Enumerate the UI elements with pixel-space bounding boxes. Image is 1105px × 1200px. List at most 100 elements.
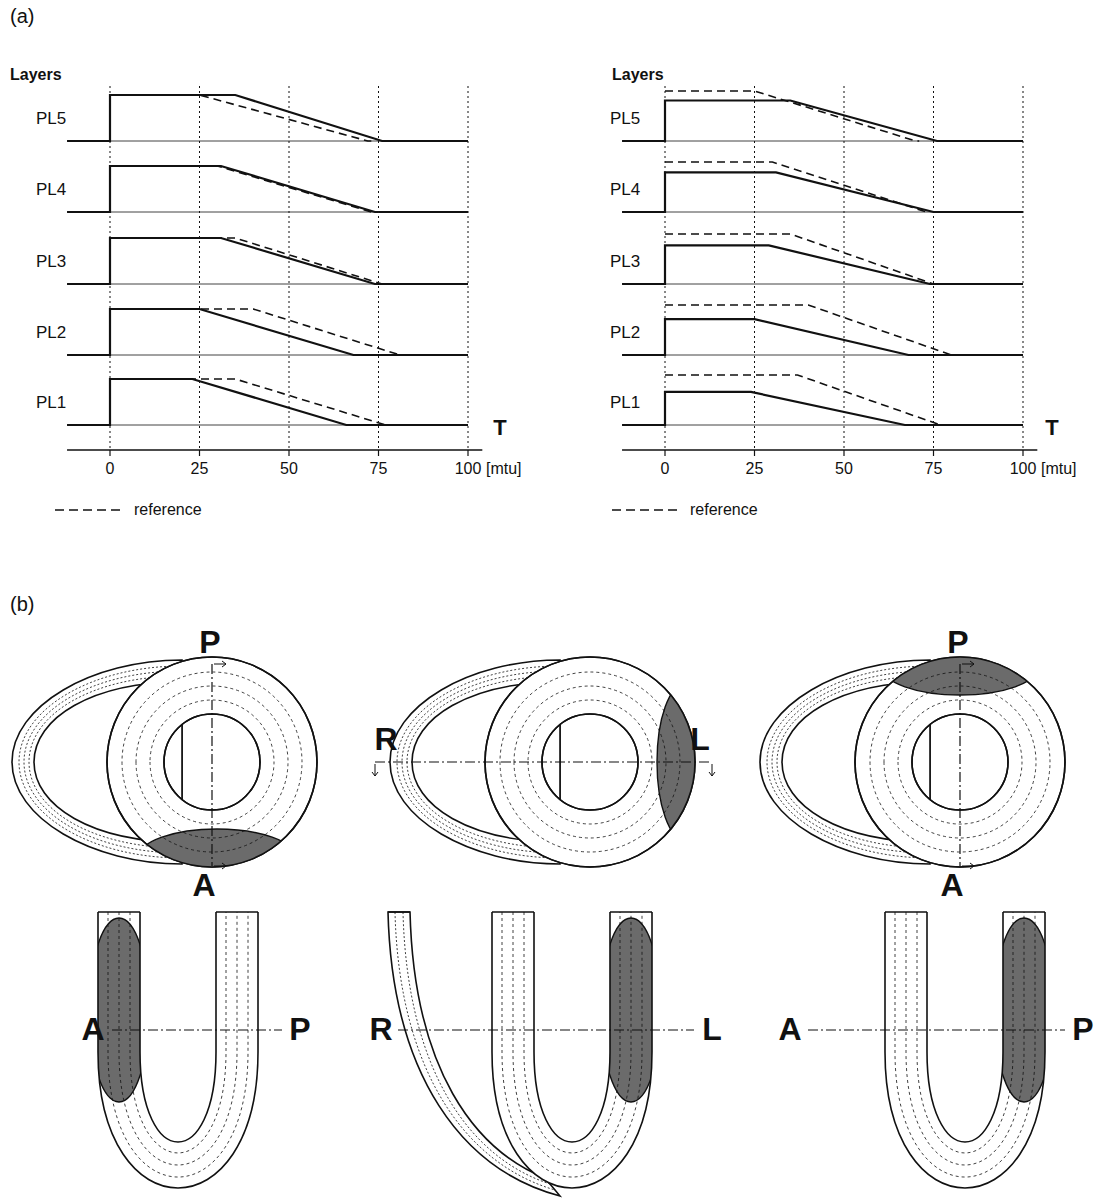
tick (1022, 450, 1023, 456)
panel-label: (a) (10, 5, 34, 27)
layer-pulse (622, 101, 1023, 141)
legend-text: reference (134, 501, 202, 519)
grid-line (844, 86, 845, 448)
time-axis (67, 449, 482, 451)
orientation-letter: A (778, 1012, 801, 1047)
tick (288, 450, 289, 456)
layer-pulse (67, 379, 468, 425)
orientation-letter: L (690, 722, 710, 757)
orientation-letter: R (374, 722, 397, 757)
reference-pulse (110, 309, 404, 355)
orientation-letter: A (81, 1012, 104, 1047)
layer-line (502, 912, 642, 1177)
reference-pulse (665, 375, 944, 425)
view-arrow (962, 661, 974, 667)
left-ventricle-wall (107, 657, 317, 867)
tick (664, 450, 665, 456)
left-ventricle-outline (534, 912, 610, 1142)
left-ventricle-outline (107, 657, 317, 867)
time-symbol: T (1045, 416, 1058, 440)
layer-line (108, 912, 248, 1177)
wall-cut (885, 911, 927, 913)
timing-charts (55, 86, 1037, 510)
tick-label: 50 (835, 460, 853, 478)
layer-name: PL5 (36, 110, 66, 129)
layer-line (524, 912, 620, 1153)
layer-pulse (67, 95, 468, 141)
left-ventricle-outline (98, 912, 258, 1188)
view-arrow (214, 863, 226, 869)
layer-pulse (622, 172, 1023, 212)
wall-cut (610, 911, 652, 913)
orientation-letter: A (192, 868, 215, 903)
reference-pulse (110, 95, 371, 141)
layer-line (130, 912, 226, 1153)
tick (109, 450, 110, 456)
layer-name: PL3 (610, 253, 640, 272)
tick (843, 450, 844, 456)
wall-cut (1003, 911, 1045, 913)
time-symbol: T (493, 416, 506, 440)
reference-pulse (665, 162, 930, 212)
orientation-letter: R (369, 1012, 392, 1047)
heart-sections (12, 639, 1065, 1196)
layer-line (917, 912, 1013, 1153)
layer-name: PL1 (610, 394, 640, 413)
affected-region (139, 829, 295, 885)
wall-cut (98, 911, 140, 913)
layer-line (906, 912, 1024, 1165)
section-axis (959, 664, 960, 866)
grid-line (289, 86, 290, 448)
unit-label: [mtu] (1041, 460, 1077, 478)
view-arrow (372, 764, 378, 776)
layer-name: PL2 (36, 324, 66, 343)
orientation-letter: A (940, 868, 963, 903)
section-axis (375, 761, 712, 762)
tick (754, 450, 755, 456)
tick-label: 25 (191, 460, 209, 478)
view-arrow (709, 764, 715, 776)
tick-label: 100 (455, 460, 482, 478)
tick (933, 450, 934, 456)
orientation-letter: L (702, 1012, 722, 1047)
tick-label: 75 (925, 460, 943, 478)
tick-label: 0 (661, 460, 670, 478)
left-ventricle-outline (927, 912, 1003, 1142)
orientation-letter: P (289, 1012, 310, 1047)
layer-pulse (622, 319, 1023, 355)
left-ventricle-outline (140, 912, 216, 1142)
tick-label: 0 (106, 460, 115, 478)
left-ventricle-outline (492, 912, 652, 1188)
section-axis (112, 1029, 282, 1030)
reference-pulse (110, 379, 389, 425)
grid-line (199, 86, 200, 448)
unit-label: [mtu] (486, 460, 522, 478)
tick-label: 75 (370, 460, 388, 478)
layer-line (514, 686, 666, 838)
layer-line (895, 912, 1035, 1177)
wall-cut (388, 911, 410, 913)
axis-title: Layers (612, 66, 664, 84)
section-axis (808, 1029, 1065, 1030)
wall-cut (492, 911, 534, 913)
tick (378, 450, 379, 456)
legend-text: reference (690, 501, 758, 519)
layer-pulse (67, 166, 468, 212)
orientation-letter: P (1072, 1012, 1093, 1047)
section-axis (211, 664, 212, 866)
legend-line (612, 509, 677, 511)
layer-pulse (67, 238, 468, 284)
layer-name: PL4 (36, 181, 66, 200)
layer-pulse (622, 245, 1023, 284)
reference-pulse (665, 305, 955, 355)
tick-label: 100 (1010, 460, 1037, 478)
tick-label: 50 (280, 460, 298, 478)
wall-cut (216, 911, 258, 913)
left-ventricle-wall (855, 657, 1065, 867)
layer-line (513, 912, 631, 1165)
section-axis (398, 1029, 694, 1030)
time-axis (622, 449, 1037, 451)
view-arrow (962, 863, 974, 869)
